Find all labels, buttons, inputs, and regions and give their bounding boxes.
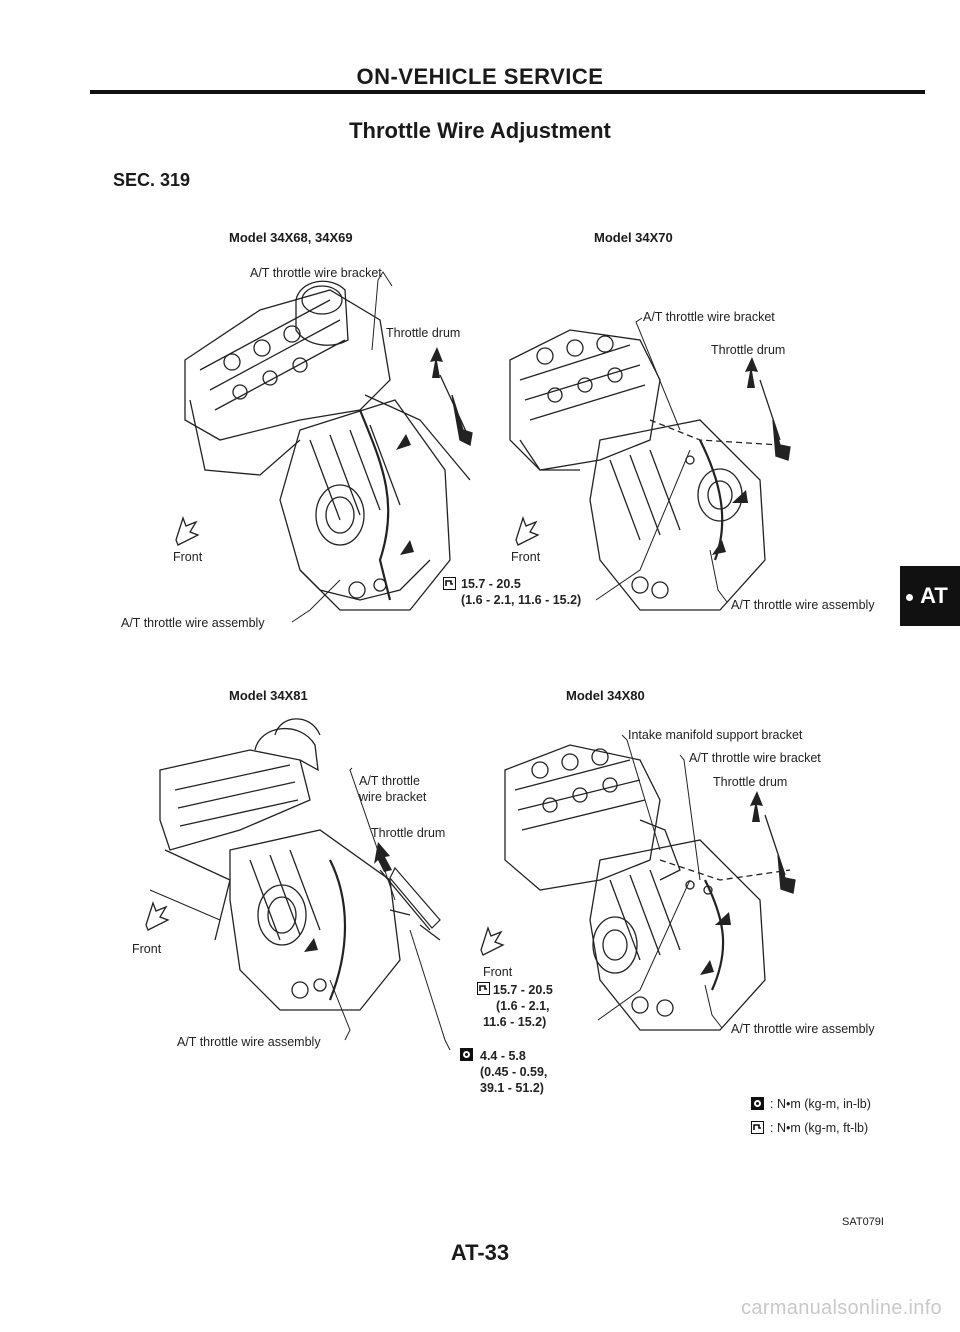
label-front-tr: Front (511, 550, 541, 564)
torque-range-br-1: (1.6 - 2.1, (496, 999, 550, 1013)
torque-value-tr: 15.7 - 20.5 (461, 577, 521, 591)
torque-inlb-icon (751, 1097, 764, 1110)
page-header-title: ON-VEHICLE SERVICE (356, 64, 604, 89)
label-front-bl: Front (132, 942, 162, 956)
torque-ftlb-icon (477, 982, 490, 995)
label-bracket-tr: A/T throttle wire bracket (643, 310, 775, 324)
label-drum-tr: Throttle drum (711, 343, 786, 357)
figure-id: SAT079I (842, 1216, 884, 1228)
engine-drawing-34x80 (480, 734, 796, 1031)
label-assembly-tr: A/T throttle wire assembly (731, 598, 875, 612)
torque2-range-br-1: (0.45 - 0.59, (480, 1065, 548, 1079)
watermark: carmanualsonline.info (741, 1297, 942, 1319)
page-number: AT-33 (450, 1240, 510, 1265)
label-assembly-br: A/T throttle wire assembly (731, 1022, 875, 1036)
model-label-34x68: Model 34X68, 34X69 (229, 230, 353, 245)
torque-range-tr: (1.6 - 2.1, 11.6 - 15.2) (461, 593, 582, 607)
engine-drawing-34x68 (175, 271, 473, 623)
torque2-value-br: 4.4 - 5.8 (480, 1049, 526, 1063)
torque-ftlb-icon (751, 1121, 764, 1134)
torque-inlb-icon (460, 1048, 473, 1061)
label-drum-tl: Throttle drum (386, 326, 461, 340)
label-drum-bl: Throttle drum (371, 826, 446, 840)
engine-drawing-34x70 (509, 317, 791, 611)
label-bracket-bl-1: A/T throttle (359, 774, 420, 788)
label-assembly-bl: A/T throttle wire assembly (177, 1035, 321, 1049)
model-label-34x80: Model 34X80 (566, 688, 645, 703)
label-front-tl: Front (173, 550, 203, 564)
section-title: Throttle Wire Adjustment (349, 118, 611, 143)
section-code: SEC. 319 (113, 170, 191, 190)
section-tab-dot (906, 594, 913, 601)
header-rule (90, 90, 925, 94)
label-assembly-tl: A/T throttle wire assembly (121, 616, 265, 630)
label-support-br: Intake manifold support bracket (628, 728, 803, 742)
torque-ftlb-icon (443, 577, 456, 590)
torque-range-br-2: 11.6 - 15.2) (483, 1015, 547, 1029)
legend-ftlb: : N•m (kg-m, ft-lb) (770, 1121, 869, 1135)
label-bracket-bl-2: wire bracket (359, 790, 427, 804)
label-bracket-tl: A/T throttle wire bracket (250, 266, 382, 280)
torque2-range-br-2: 39.1 - 51.2) (480, 1081, 544, 1095)
model-label-34x70: Model 34X70 (594, 230, 673, 245)
legend-inlb: : N•m (kg-m, in-lb) (770, 1097, 871, 1111)
torque-value-br: 15.7 - 20.5 (493, 983, 553, 997)
engine-drawing-34x81 (145, 718, 451, 1051)
label-front-br: Front (483, 965, 513, 979)
model-label-34x81: Model 34X81 (229, 688, 308, 703)
label-drum-br: Throttle drum (713, 775, 788, 789)
label-bracket-br: A/T throttle wire bracket (689, 751, 821, 765)
